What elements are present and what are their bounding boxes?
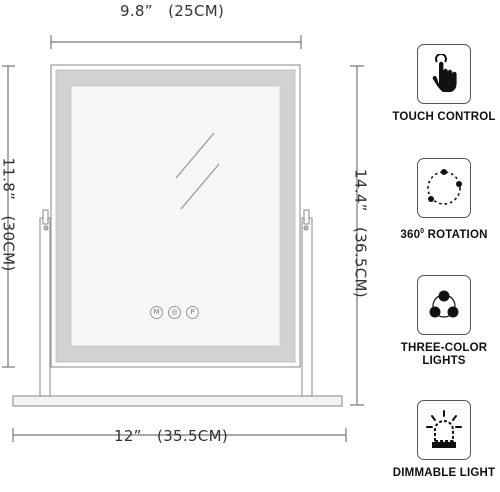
three-color-icon: [429, 290, 459, 318]
left-dimension-line: [2, 65, 15, 368]
bottom-width-label: 12” (35.5CM): [114, 427, 228, 445]
right-dimension-line: [350, 65, 364, 406]
touch-control-icon-box: [417, 44, 471, 104]
rotation-label-degree-sign: 0: [420, 228, 425, 235]
mirror-frame: [50, 64, 301, 368]
rotation-label-degrees: 360: [400, 228, 421, 241]
mirror-button-power[interactable]: ◎: [168, 306, 181, 319]
feature-touch-control: TOUCH CONTROL: [388, 44, 500, 124]
bottom-dimension-line: [12, 428, 347, 442]
dimmable-icon-box: [417, 400, 471, 460]
three-color-label: THREE-COLOR LIGHTS: [388, 342, 500, 368]
feature-rotation: 3600 ROTATION: [388, 158, 500, 242]
feature-dimmable: DIMMABLE LIGHT: [388, 400, 500, 480]
mirror-touch-buttons: M ◎ P: [150, 306, 199, 319]
three-color-label-line1: THREE-COLOR: [400, 342, 488, 354]
top-width-label: 9.8” (25CM): [120, 2, 225, 20]
rotation-label: 3600 ROTATION: [388, 225, 500, 242]
mirror-button-m[interactable]: M: [150, 306, 163, 319]
mirror-reflection: [175, 132, 220, 210]
three-color-label-line2: LIGHTS: [422, 355, 466, 367]
rotation-icon-box: [417, 158, 471, 218]
mirror-button-p[interactable]: P: [186, 306, 199, 319]
dimmable-bulb-icon: [426, 410, 462, 448]
mirror-base: [12, 395, 343, 407]
rotation-label-text: ROTATION: [424, 228, 488, 241]
three-color-icon-box: [417, 275, 471, 335]
left-height-label: 11.8” (30CM): [0, 157, 18, 272]
touch-hand-icon: [432, 54, 457, 92]
feature-three-color: THREE-COLOR LIGHTS: [388, 275, 500, 368]
rotation-icon: [427, 169, 462, 205]
touch-control-label: TOUCH CONTROL: [392, 111, 496, 123]
right-height-label: 14.4” (36.5CM): [351, 169, 370, 298]
top-dimension-line: [50, 35, 302, 49]
dimmable-label: DIMMABLE LIGHT: [392, 467, 496, 479]
